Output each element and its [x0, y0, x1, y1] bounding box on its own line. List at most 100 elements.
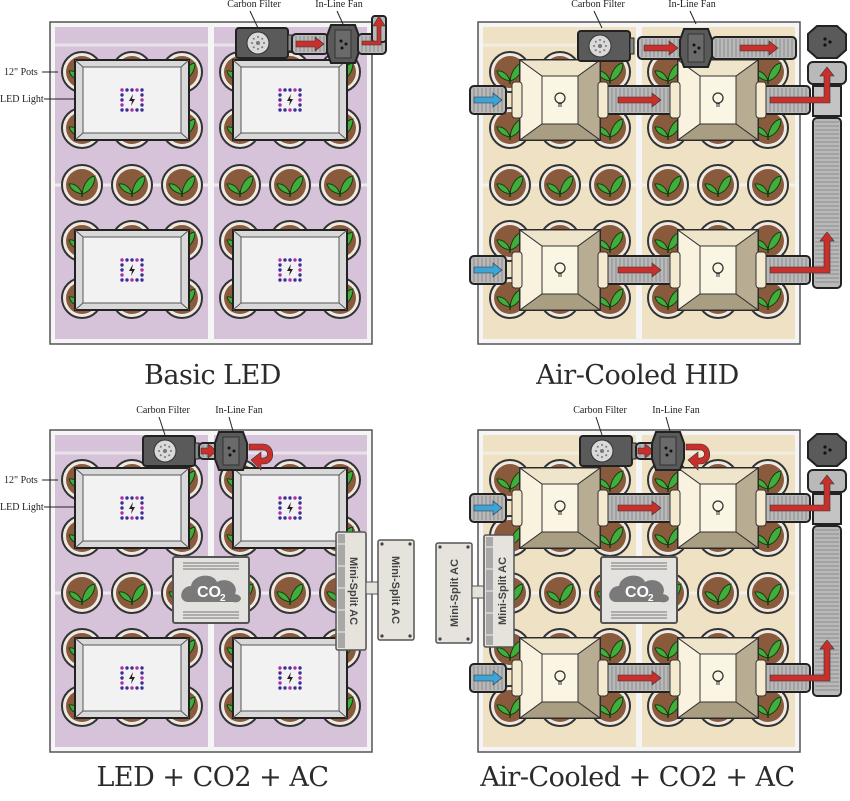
ac-label: Mini-Split AC [449, 559, 461, 627]
bevel [180, 302, 190, 311]
filter-hole [257, 36, 259, 38]
led-diode [120, 506, 124, 510]
leaf-icon [559, 583, 574, 603]
bevel [232, 302, 242, 311]
inline-fan [651, 431, 685, 471]
leaf-icon [496, 478, 511, 490]
led-diode [278, 258, 282, 262]
leaf-icon [68, 591, 83, 603]
air-cooled-hood [511, 637, 609, 719]
led-diode [293, 88, 297, 92]
led-diode [125, 496, 129, 500]
leaf-icon [496, 183, 511, 195]
leader-line [228, 416, 234, 432]
fan-body [807, 433, 847, 467]
filter-hole [605, 445, 608, 448]
pot-soil [752, 690, 784, 722]
inline-fan-label: In-Line Fan [315, 0, 363, 10]
led-diode [288, 496, 292, 500]
bevel [74, 540, 84, 549]
pot-soil [752, 577, 784, 609]
carbon-filter-label: Carbon Filter [571, 0, 625, 10]
pot-soil [494, 225, 526, 257]
led-diode [120, 103, 124, 107]
led-diode [140, 103, 144, 107]
led-diode [140, 501, 144, 505]
exhaust-arrow [769, 639, 835, 682]
hood-collar [597, 489, 609, 527]
leaf-icon [767, 696, 782, 716]
filter-hole [261, 46, 264, 49]
led-diode [125, 666, 129, 670]
led-diode [293, 108, 297, 112]
bevel [338, 132, 348, 141]
filter-hole [159, 445, 162, 448]
filter-hole [600, 449, 604, 453]
fan-center [659, 436, 677, 466]
led-diode [293, 278, 297, 282]
filter-hole [170, 450, 172, 452]
fan-blade-icon [339, 39, 343, 43]
led-diode [120, 496, 124, 500]
leaf-icon [767, 288, 782, 308]
led-diode [120, 273, 124, 277]
bulb-icon [554, 500, 566, 512]
exhaust-arrow [769, 66, 835, 104]
plant-pot [61, 572, 103, 614]
pot-soil [594, 56, 626, 88]
plant-pot [61, 164, 103, 206]
led-diode [293, 516, 297, 520]
screw [466, 637, 470, 641]
led-light [74, 229, 190, 311]
led-diode [283, 496, 287, 500]
led-diode [140, 263, 144, 267]
leaf-icon [118, 591, 133, 603]
pot-soil [594, 225, 626, 257]
ac-body [377, 539, 415, 641]
leaf-icon [546, 591, 561, 603]
led-diode [120, 88, 124, 92]
led-diode [130, 686, 134, 690]
led-diode [140, 666, 144, 670]
inline-fan [326, 24, 360, 64]
led-diode [288, 278, 292, 282]
led-diode [140, 496, 144, 500]
filter-hole [256, 41, 260, 45]
ac-grill [338, 534, 345, 648]
fan-blade-icon [664, 446, 668, 450]
leaf-icon [704, 183, 719, 195]
cloud-icon [181, 575, 241, 603]
led-diode [130, 496, 134, 500]
led-diode [120, 108, 124, 112]
pot-soil [652, 690, 684, 722]
leaf-icon [767, 231, 782, 251]
led-diode [283, 686, 287, 690]
bulb-icon [712, 670, 724, 682]
led-diode [288, 686, 292, 690]
leaf-icon [767, 175, 782, 195]
plant-pot [489, 164, 531, 206]
led-diode [135, 108, 139, 112]
led-diode [278, 108, 282, 112]
leaf-icon [131, 583, 146, 603]
fan-blade-icon [665, 453, 669, 457]
bevel [74, 467, 84, 476]
co2-label: CO [197, 584, 221, 601]
carbon-filter-label: Carbon Filter [227, 0, 281, 10]
led-diode [298, 496, 302, 500]
led-diode [135, 88, 139, 92]
leaf-icon [767, 526, 782, 546]
plant-pot [539, 164, 581, 206]
filter-hole [607, 450, 609, 452]
led-diode [120, 98, 124, 102]
led-diode [140, 511, 144, 515]
led-diode [120, 258, 124, 262]
led-diode [140, 258, 144, 262]
plant-pot [539, 572, 581, 614]
pot-soil [66, 577, 98, 609]
